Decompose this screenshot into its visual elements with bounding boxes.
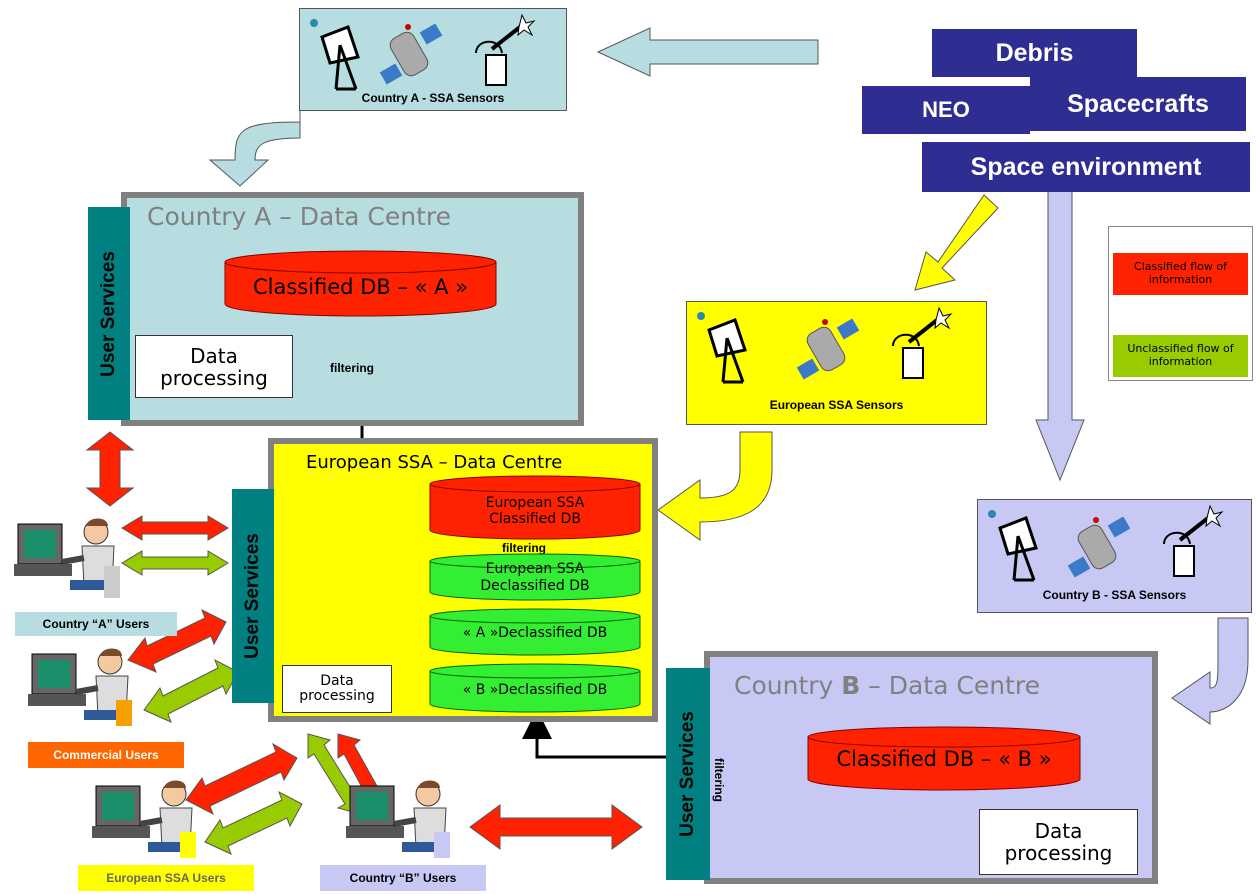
- commercial-user-icon: [28, 648, 132, 726]
- country-a-user-icon: [14, 518, 120, 598]
- european-data-processing: Data processing: [282, 665, 392, 713]
- satellite-icon: [796, 318, 860, 380]
- legend-box: Classified flow of information Unclassif…: [1108, 226, 1253, 381]
- arrow-commercial-red: [127, 608, 227, 673]
- european-declassified-db-line2: Declassified DB: [480, 578, 590, 594]
- country-b-user-services[interactable]: User Services: [666, 668, 710, 880]
- a-declassified-db-label: « A »Declassified DB: [462, 625, 608, 641]
- arrow-country-b-users-dc: [469, 804, 643, 850]
- arrow-sensors-to-country-a-dc: [208, 98, 301, 187]
- country-a-sensors-label: Country A - SSA Sensors: [361, 91, 505, 105]
- european-declassified-db: [429, 553, 641, 601]
- country-b-title-bold: B: [841, 671, 861, 700]
- arrow-to-country-a-sensors: [596, 27, 819, 77]
- country-b-data-processing: Data processing: [979, 809, 1138, 875]
- country-b-user-icon: [346, 780, 450, 858]
- sensor-icons: [697, 306, 953, 384]
- european-filtering-label: filtering: [502, 541, 546, 555]
- country-a-users-label: Country “A” Users: [15, 612, 177, 636]
- satellite-icon: [379, 23, 443, 85]
- b-declassified-db-label: « B »Declassified DB: [462, 682, 608, 698]
- european-sensors-label: European SSA Sensors: [769, 398, 904, 412]
- european-classified-db-line2: Classified DB: [489, 511, 581, 527]
- european-classified-db: [429, 475, 641, 540]
- country-a-user-services[interactable]: User Services: [88, 207, 130, 420]
- country-b-classified-db: [807, 726, 1081, 791]
- telescope-icon: [892, 306, 953, 379]
- country-b-title-prefix: Country: [734, 671, 842, 700]
- country-b-users-label: Country “B” Users: [320, 865, 486, 891]
- radar-dish-icon: [697, 312, 747, 384]
- satellite-icon: [1067, 516, 1131, 578]
- country-a-sensors-box: Country A - SSA Sensors: [299, 8, 567, 111]
- european-user-icon: [92, 780, 196, 858]
- telescope-icon: [475, 13, 536, 86]
- country-b-dc-title: Country B – Data Centre: [734, 671, 1040, 700]
- radar-dish-icon: [988, 510, 1038, 582]
- space-environment-label: Space environment: [922, 142, 1250, 192]
- arrow-country-b-sensors-to-dc: [1171, 617, 1249, 725]
- arrow-country-a-users-dc: [85, 431, 135, 507]
- country-b-sensors-label: Country B - SSA Sensors: [1042, 588, 1187, 602]
- arrow-country-a-green: [121, 550, 229, 576]
- legend-classified: Classified flow of information: [1113, 253, 1248, 295]
- neo-label: NEO: [862, 86, 1030, 134]
- european-user-services[interactable]: User Services: [232, 489, 274, 703]
- radar-dish-icon: [310, 19, 360, 91]
- arrow-european-users-green: [204, 790, 303, 855]
- country-a-db-label: Classified DB – « A »: [252, 275, 469, 299]
- country-b-title-suffix: – Data Centre: [860, 671, 1040, 700]
- b-declassified-db: [429, 663, 641, 713]
- sensor-icons: [310, 13, 536, 91]
- country-b-sensors-box: Country B - SSA Sensors: [977, 499, 1252, 613]
- country-b-db-label: Classified DB – « B »: [836, 747, 1052, 771]
- arrow-european-sensors-to-dc: [657, 431, 773, 541]
- debris-label: Debris: [932, 29, 1137, 77]
- european-classified-db-line1: European SSA: [485, 495, 585, 511]
- arrow-to-country-b-sensors: [1035, 179, 1085, 482]
- arrow-european-users-red: [185, 742, 298, 816]
- telescope-icon: [1163, 504, 1224, 577]
- country-a-dc-title: Country A – Data Centre: [147, 202, 451, 231]
- country-a-filtering-label: filtering: [330, 361, 374, 375]
- sensor-icons: [988, 504, 1224, 582]
- european-users-label: European SSA Users: [78, 865, 254, 891]
- country-a-data-processing: Data processing: [135, 335, 293, 398]
- arrow-country-a-red: [121, 515, 229, 541]
- european-declassified-db-line1: European SSA: [485, 561, 585, 577]
- country-a-classified-db: [224, 250, 497, 317]
- legend-unclassified: Unclassified flow of information: [1113, 335, 1248, 377]
- spacecrafts-label: Spacecrafts: [1030, 77, 1246, 131]
- a-declassified-db: [429, 608, 641, 656]
- european-dc-title: European SSA – Data Centre: [306, 452, 563, 473]
- arrow-to-european-sensors: [914, 194, 999, 291]
- commercial-users-label: Commercial Users: [28, 742, 184, 768]
- european-sensors-box: European SSA Sensors: [686, 301, 987, 425]
